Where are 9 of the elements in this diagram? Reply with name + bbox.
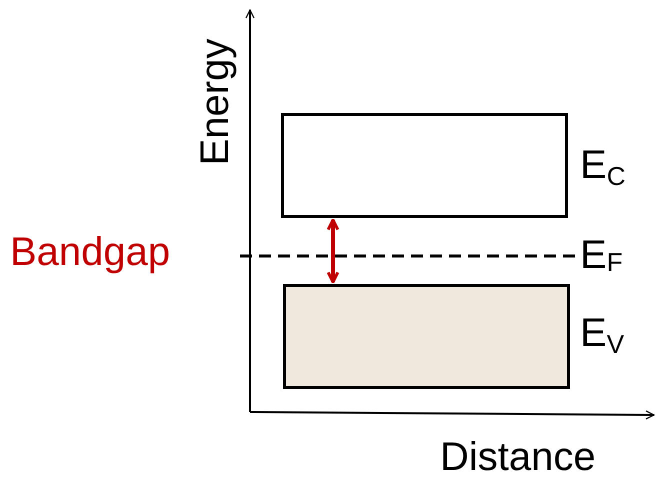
conduction-band-box <box>281 113 568 218</box>
energy-level-label: E$_{V}$ <box>580 313 624 353</box>
axis-label: Energy <box>192 38 238 167</box>
double-arrow <box>326 218 340 284</box>
text-label: Distance <box>440 434 597 481</box>
valence-band-box <box>283 284 570 389</box>
text-label: Bandgap <box>10 229 172 276</box>
energy-level-label: E$_{C}$ <box>580 145 626 185</box>
text-label: E$_{F}$ <box>580 232 624 279</box>
